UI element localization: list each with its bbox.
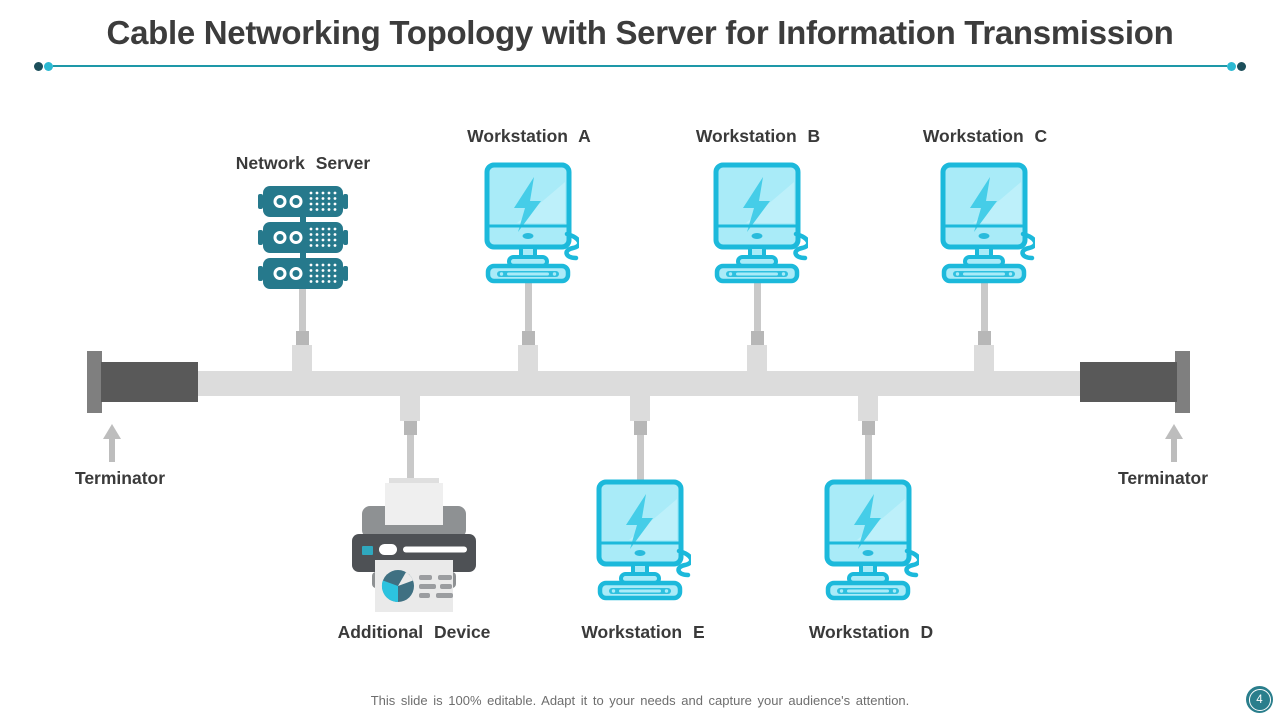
connector-stub bbox=[518, 345, 538, 372]
bus-cable bbox=[198, 371, 1080, 396]
network-server-label: Network Server bbox=[235, 153, 371, 173]
workstation-a-label: Workstation A bbox=[467, 126, 591, 146]
connector-cable bbox=[754, 282, 761, 331]
divider-dot-right-dark bbox=[1237, 62, 1246, 71]
terminator-right-icon bbox=[1080, 362, 1177, 402]
connector-cable bbox=[865, 435, 872, 481]
workstation-b-label: Workstation B bbox=[695, 126, 821, 146]
connector-plug bbox=[978, 331, 991, 345]
arrow-up-icon bbox=[103, 424, 121, 439]
connector-plug bbox=[404, 421, 417, 435]
divider-dot-right-bright bbox=[1227, 62, 1236, 71]
terminator-left-label: Terminator bbox=[74, 468, 166, 488]
title-divider bbox=[53, 65, 1227, 67]
workstation-icon bbox=[933, 162, 1035, 284]
workstation-d-label: Workstation D bbox=[808, 622, 934, 642]
arrow-shaft bbox=[1171, 437, 1177, 462]
divider-dot-left-bright bbox=[44, 62, 53, 71]
printer-icon bbox=[352, 478, 476, 612]
workstation-c-label: Workstation C bbox=[922, 126, 1048, 146]
connector-plug bbox=[296, 331, 309, 345]
footer-note: This slide is 100% editable. Adapt it to… bbox=[370, 693, 910, 708]
arrow-up-icon bbox=[1165, 424, 1183, 439]
divider-dot-left-dark bbox=[34, 62, 43, 71]
connector-plug bbox=[751, 331, 764, 345]
connector-plug bbox=[634, 421, 647, 435]
connector-cable bbox=[299, 288, 306, 331]
terminator-left-cap-icon bbox=[87, 351, 102, 413]
connector-stub bbox=[747, 345, 767, 372]
page-number-badge: 4 bbox=[1246, 686, 1273, 713]
page-title: Cable Networking Topology with Server fo… bbox=[106, 14, 1174, 51]
connector-plug bbox=[862, 421, 875, 435]
connector-stub bbox=[630, 395, 650, 421]
connector-cable bbox=[407, 435, 414, 481]
connector-plug bbox=[522, 331, 535, 345]
connector-cable bbox=[981, 282, 988, 331]
connector-cable bbox=[637, 435, 644, 481]
page-number: 4 bbox=[1248, 688, 1271, 711]
connector-cable bbox=[525, 282, 532, 331]
workstation-icon bbox=[589, 479, 691, 601]
workstation-e-label: Workstation E bbox=[581, 622, 705, 642]
connector-stub bbox=[292, 345, 312, 372]
additional-device-label: Additional Device bbox=[337, 622, 491, 642]
arrow-shaft bbox=[109, 437, 115, 462]
workstation-icon bbox=[817, 479, 919, 601]
workstation-icon bbox=[706, 162, 808, 284]
connector-stub bbox=[858, 395, 878, 421]
terminator-left-icon bbox=[101, 362, 198, 402]
server-icon bbox=[256, 186, 350, 290]
terminator-right-label: Terminator bbox=[1117, 468, 1209, 488]
workstation-icon bbox=[477, 162, 579, 284]
terminator-right-cap-icon bbox=[1175, 351, 1190, 413]
connector-stub bbox=[974, 345, 994, 372]
connector-stub bbox=[400, 395, 420, 421]
